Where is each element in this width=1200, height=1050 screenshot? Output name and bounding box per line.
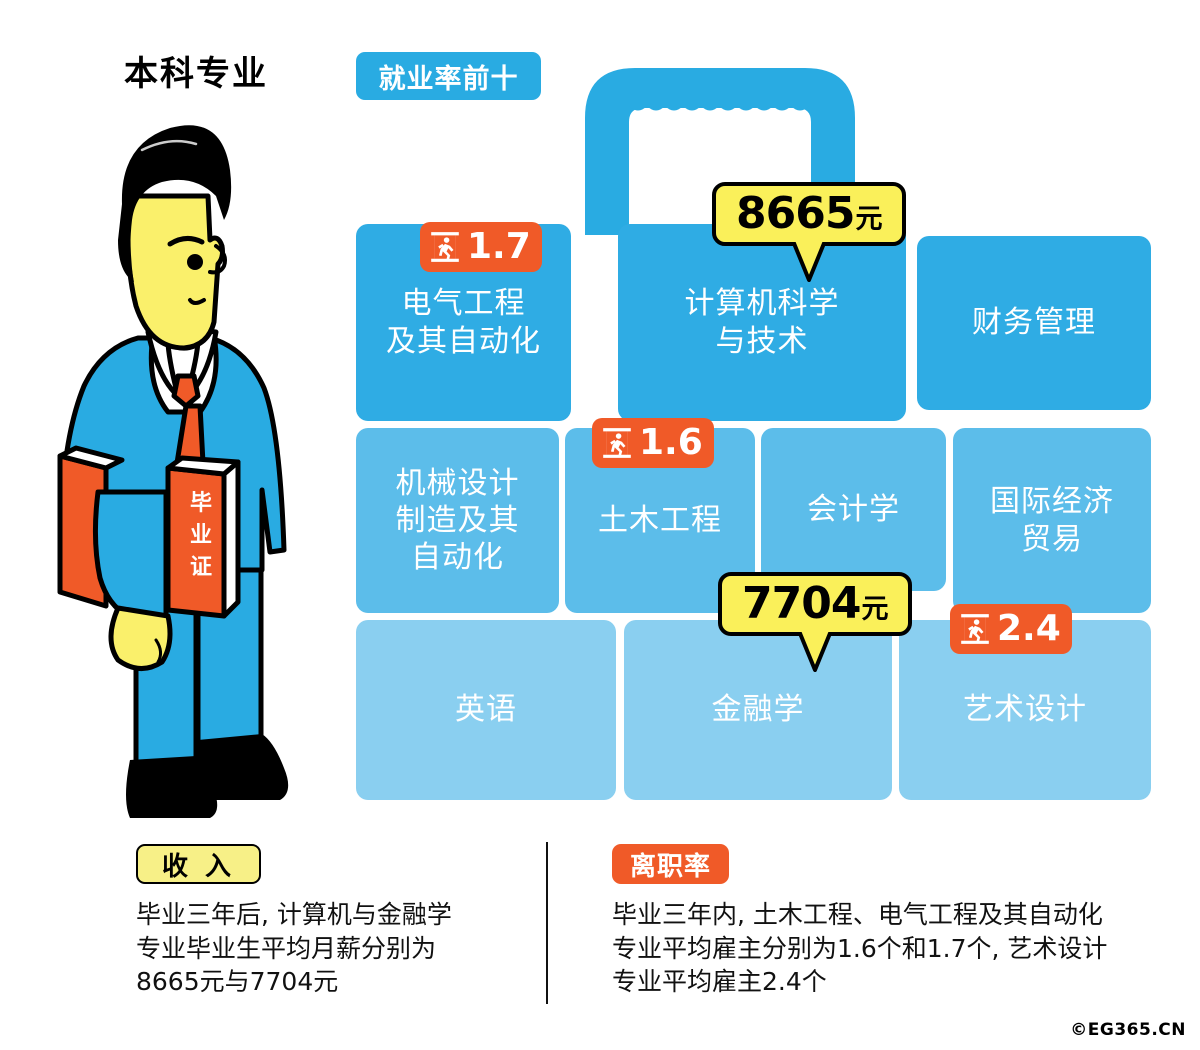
salary-unit: 元 (861, 594, 889, 625)
caption-line: 专业平均雇主分别为1.6个和1.7个, 艺术设计 (612, 933, 1108, 963)
caption-line: 毕业三年后, 计算机与金融学 (136, 900, 452, 929)
caption-line: 专业毕业生平均月薪分别为 (136, 933, 437, 963)
svg-text:证: 证 (190, 555, 212, 580)
tile-label: 艺术设计 (963, 692, 1087, 728)
salary-unit: 元 (855, 204, 883, 235)
caption-line: 毕业三年内, 土木工程、电气工程及其自动化 (612, 900, 1103, 929)
bubble-tail-icon (797, 632, 833, 672)
bubble-tail-icon (791, 242, 827, 282)
tile-label: 计算机科学 与技术 (684, 286, 840, 359)
tile-international-economics-trade[interactable]: 国际经济 贸易 (953, 428, 1151, 613)
salary-bubble-computer-science: 8665 元 (712, 182, 907, 282)
salary-bubble-finance: 7704 元 (718, 572, 913, 672)
turnover-caption-block: 离职率 毕业三年内, 土木工程、电气工程及其自动化 专业平均雇主分别为1.6个和… (612, 844, 1172, 999)
turnover-pill: 离职率 (612, 844, 730, 884)
tile-english[interactable]: 英语 (356, 620, 616, 800)
turnover-caption-text: 毕业三年内, 土木工程、电气工程及其自动化 专业平均雇主分别为1.6个和1.7个… (612, 898, 1172, 999)
turnover-badge-civil-engineering: 1.6 (592, 418, 714, 468)
rank-badge: 就业率前十 (356, 52, 541, 100)
tile-art-design[interactable]: 艺术设计 (899, 620, 1151, 800)
tile-label: 财务管理 (972, 305, 1096, 341)
exit-running-person-icon (603, 428, 631, 458)
income-pill: 收 入 (136, 844, 262, 884)
tile-financial-management[interactable]: 财务管理 (917, 236, 1151, 410)
tile-accounting[interactable]: 会计学 (761, 428, 946, 591)
caption-line: 专业平均雇主2.4个 (612, 967, 827, 996)
graduate-illustration: 毕 业 证 (57, 125, 289, 818)
tile-label: 英语 (455, 692, 517, 728)
salary-value: 8665 (736, 188, 855, 239)
tile-computer-science[interactable]: 计算机科学 与技术 (618, 224, 906, 421)
page-title: 本科专业 (124, 54, 268, 94)
tile-label: 机械设计 制造及其 自动化 (395, 465, 520, 576)
tile-label: 土木工程 (598, 502, 722, 538)
diploma-label: 毕 (190, 491, 212, 516)
salary-value: 7704 (742, 578, 861, 629)
income-caption-text: 毕业三年后, 计算机与金融学 专业毕业生平均月薪分别为 8665元与7704元 (136, 898, 516, 999)
turnover-value: 1.7 (467, 226, 531, 267)
watermark: ©EG365.CN (1070, 1020, 1186, 1040)
tile-label: 国际经济 贸易 (990, 484, 1114, 557)
turnover-badge-art-design: 2.4 (950, 604, 1072, 654)
turnover-value: 1.6 (639, 422, 703, 463)
caption-line: 8665元与7704元 (136, 967, 339, 996)
exit-running-person-icon (431, 232, 459, 262)
svg-text:业: 业 (190, 523, 212, 548)
tile-label: 会计学 (807, 491, 900, 527)
turnover-badge-electrical-engineering: 1.7 (420, 222, 542, 272)
tile-label: 金融学 (711, 692, 805, 728)
exit-running-person-icon (961, 614, 989, 644)
tile-label: 电气工程 及其自动化 (386, 286, 541, 359)
tile-mechanical-design[interactable]: 机械设计 制造及其 自动化 (356, 428, 559, 613)
turnover-value: 2.4 (997, 608, 1061, 649)
caption-divider (546, 842, 548, 1004)
tile-finance[interactable]: 金融学 (624, 620, 892, 800)
income-caption-block: 收 入 毕业三年后, 计算机与金融学 专业毕业生平均月薪分别为 8665元与77… (136, 844, 516, 999)
